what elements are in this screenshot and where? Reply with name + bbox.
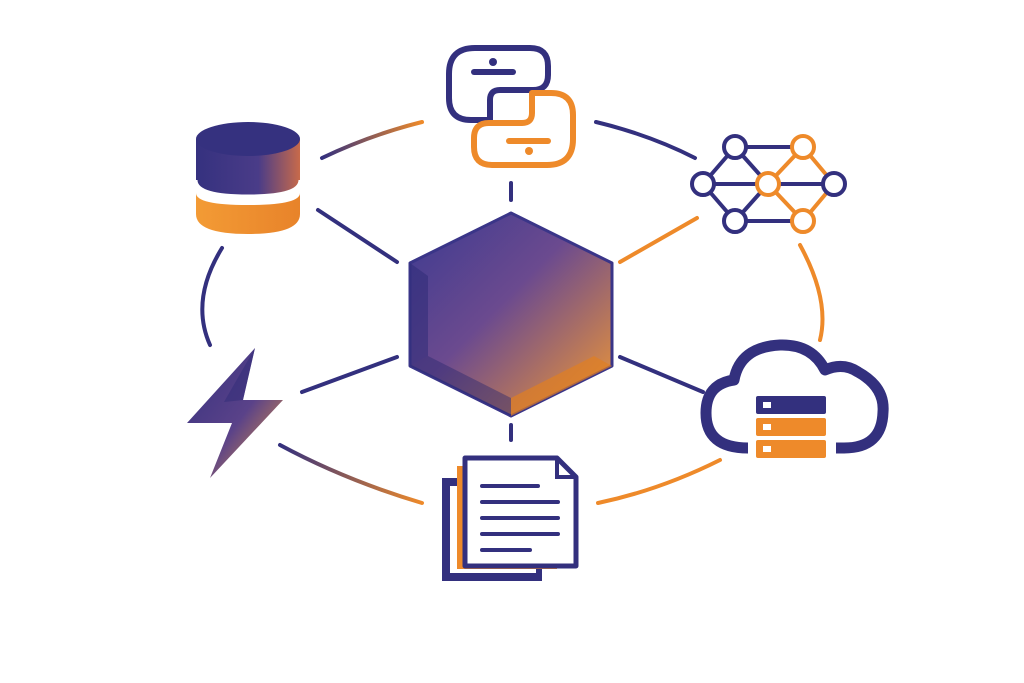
spoke-network xyxy=(618,216,699,264)
ring-arc-documents-lightning xyxy=(278,443,424,505)
lightning-bolt-icon xyxy=(187,348,283,478)
server-rack-1 xyxy=(756,396,826,414)
server-rack-2 xyxy=(756,418,826,436)
spoke-database xyxy=(316,208,399,264)
ring-arc-python-network xyxy=(594,120,697,160)
outer-ring xyxy=(200,120,825,505)
cloud-server-icon xyxy=(700,339,889,470)
ring-arc-database-python xyxy=(320,120,424,160)
document-stack-icon xyxy=(442,455,579,581)
server-rack-3 xyxy=(756,440,826,458)
ring-arc-lightning-database xyxy=(200,246,224,347)
spoke-lightning xyxy=(300,355,399,394)
network-graph-icon xyxy=(690,134,847,234)
spokes xyxy=(300,181,705,442)
ring-arc-network-cloud xyxy=(798,243,825,342)
database-icon xyxy=(194,122,302,234)
ring-arc-cloud-documents xyxy=(596,458,722,505)
hexagon-hub-icon xyxy=(408,211,614,418)
python-logo-icon xyxy=(446,45,576,168)
spoke-cloud xyxy=(618,355,705,394)
